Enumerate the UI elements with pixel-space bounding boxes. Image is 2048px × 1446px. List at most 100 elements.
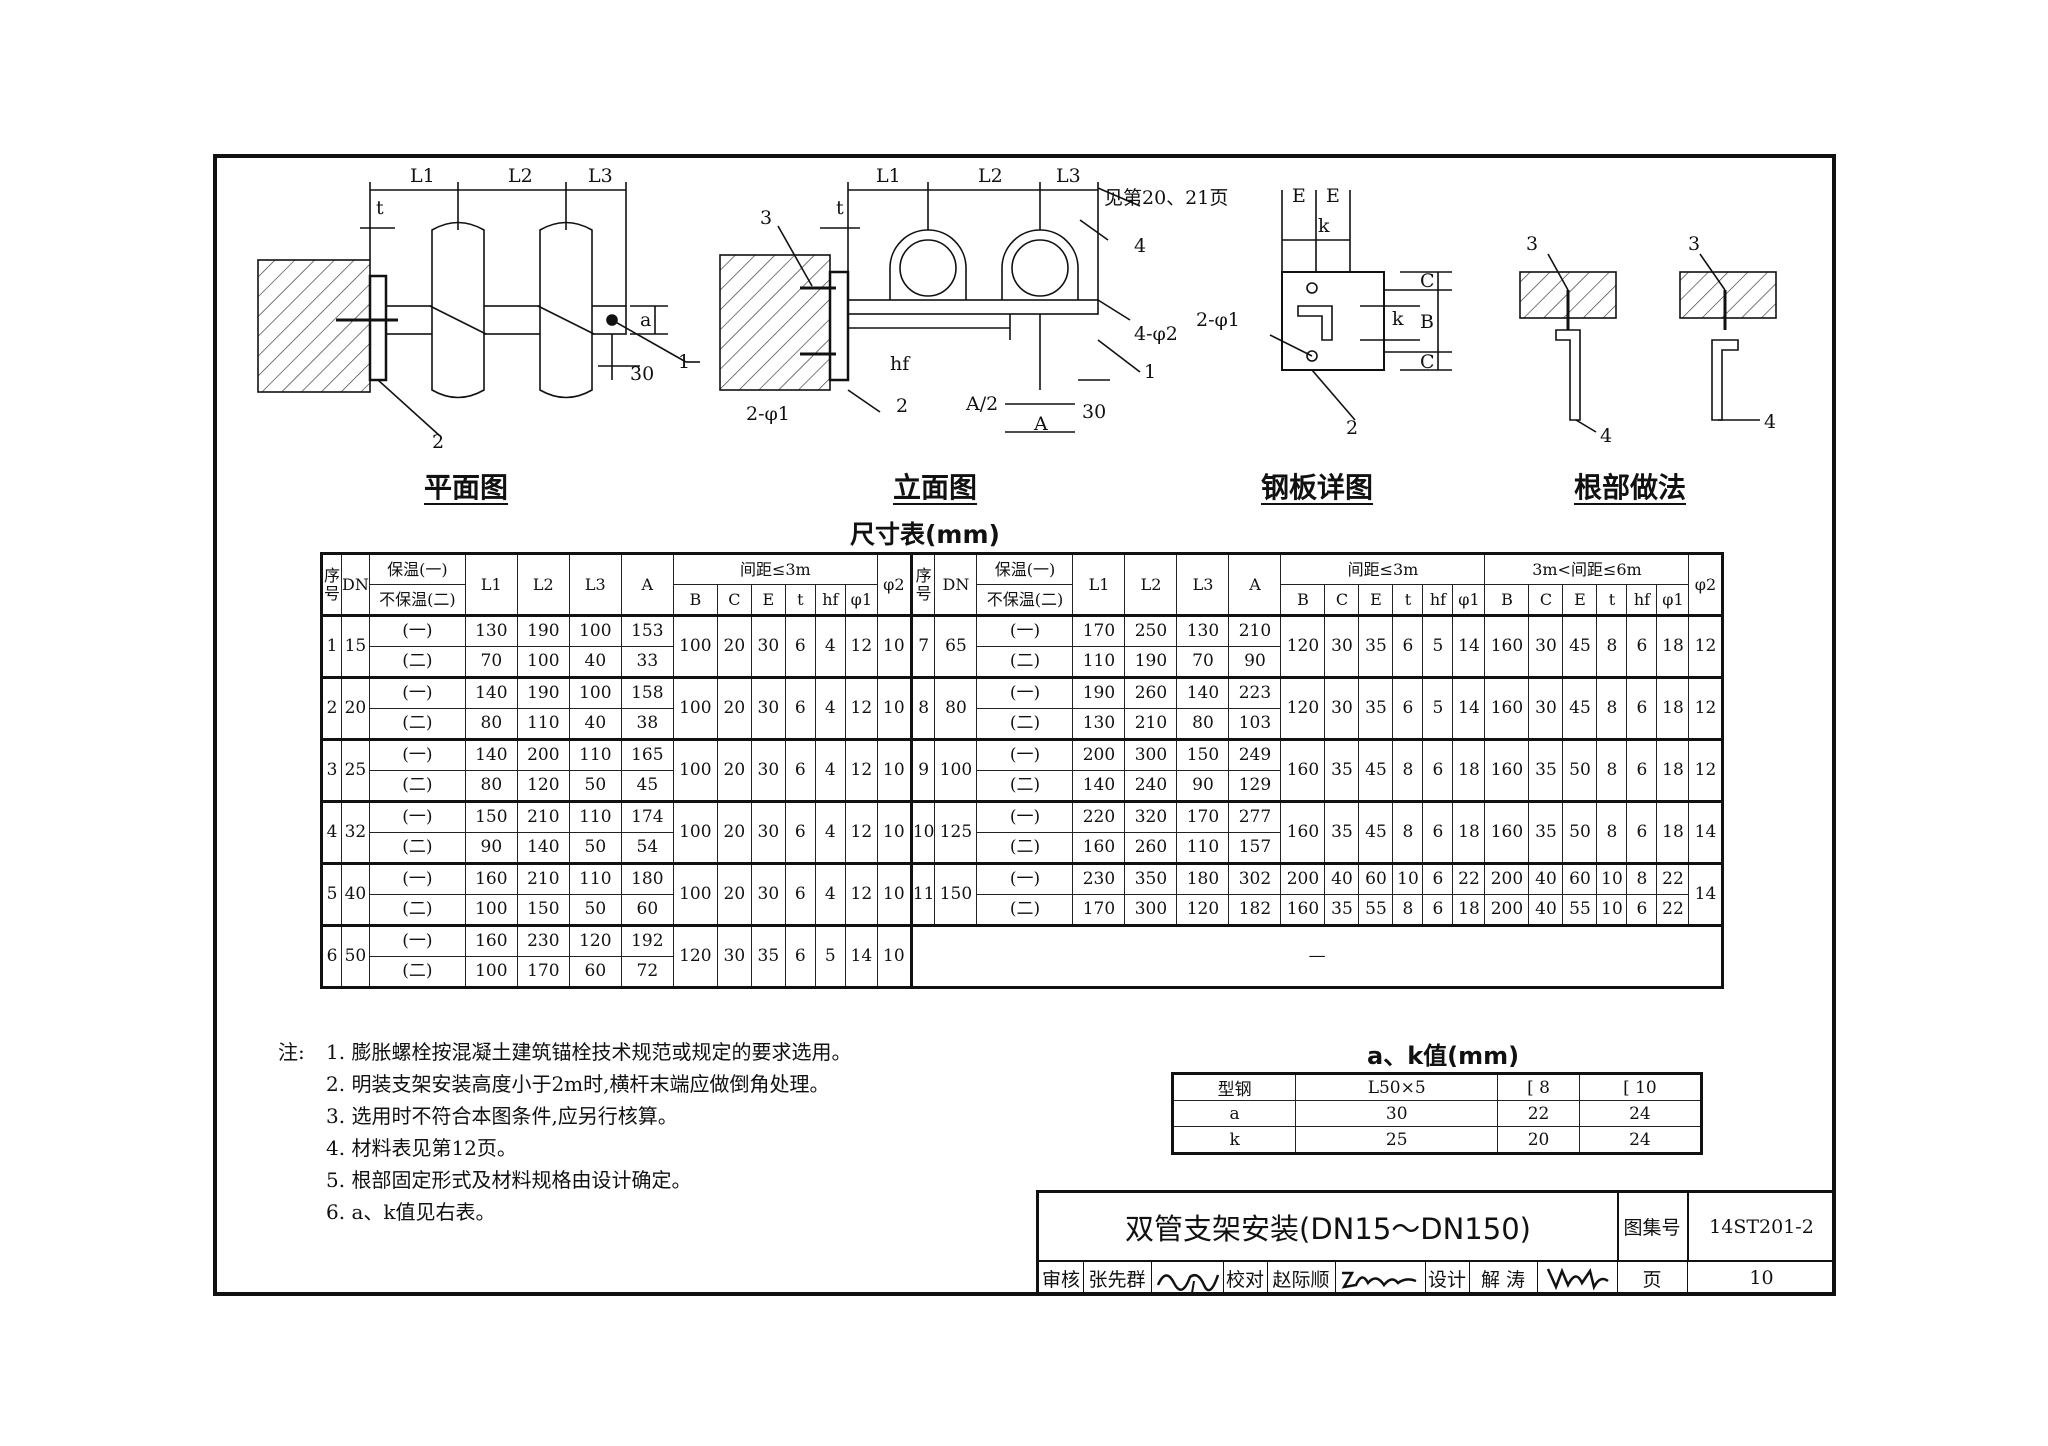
table-cell: 160 bbox=[464, 924, 518, 957]
ak-cell: 30 bbox=[1295, 1100, 1499, 1127]
hdr-phi1: φ1 bbox=[844, 584, 878, 616]
table-cell: 5 bbox=[814, 924, 846, 988]
table-cell: 11 bbox=[910, 862, 936, 926]
table-cell: 35 bbox=[1528, 800, 1564, 864]
table-cell: 100 bbox=[516, 646, 570, 678]
table-cell: 277 bbox=[1228, 800, 1282, 833]
table-cell: 6 bbox=[784, 676, 816, 740]
table-cell: 9 bbox=[910, 738, 936, 802]
table-cell: 12 bbox=[844, 614, 878, 678]
hdr-b: B bbox=[1280, 584, 1326, 616]
table-cell: 190 bbox=[516, 614, 570, 647]
table-cell: (一) bbox=[976, 800, 1074, 833]
table-cell: 35 bbox=[1324, 800, 1360, 864]
table-cell: 14 bbox=[1452, 614, 1486, 678]
note-item: 1. 膨胀螺栓按混凝土建筑锚栓技术规范或规定的要求选用。 bbox=[326, 1040, 852, 1064]
atlas-label: 图集号 bbox=[1617, 1193, 1689, 1262]
table-cell: 45 bbox=[1562, 614, 1598, 678]
svg-text:A/2: A/2 bbox=[965, 393, 998, 415]
table-cell: 20 bbox=[716, 862, 752, 926]
table-cell: 8 bbox=[1392, 800, 1424, 864]
table-cell: 6 bbox=[784, 800, 816, 864]
table-cell: (二) bbox=[976, 894, 1074, 926]
table-cell: 200 bbox=[1072, 738, 1126, 771]
svg-text:4-φ2: 4-φ2 bbox=[1134, 323, 1178, 345]
table-cell: 14 bbox=[1688, 862, 1724, 926]
elevation-view bbox=[719, 182, 1141, 433]
hdr-l3: L3 bbox=[568, 553, 622, 616]
table-cell: (一) bbox=[368, 738, 466, 771]
table-cell: 174 bbox=[620, 800, 674, 833]
table-cell: 14 bbox=[1452, 676, 1486, 740]
table-cell: 165 bbox=[620, 738, 674, 771]
table-cell: (一) bbox=[976, 862, 1074, 895]
hdr-t: t bbox=[1392, 584, 1424, 616]
hdr-hf: hf bbox=[1626, 584, 1658, 616]
table-cell: 12 bbox=[1688, 738, 1724, 802]
reviewer-signature bbox=[1151, 1260, 1224, 1296]
table-cell: (一) bbox=[368, 924, 466, 957]
table-cell: (二) bbox=[368, 770, 466, 802]
table-cell: (二) bbox=[368, 646, 466, 678]
table-cell: 35 bbox=[1358, 614, 1394, 678]
table-cell: 160 bbox=[1484, 614, 1530, 678]
table-cell: 10 bbox=[876, 862, 913, 926]
hdr-span: 间距≤3m bbox=[1280, 553, 1486, 585]
svg-text:3: 3 bbox=[760, 207, 772, 229]
ak-header-cell: L50×5 bbox=[1295, 1073, 1499, 1101]
page-number: 10 bbox=[1749, 1267, 1774, 1289]
ak-header-cell: [ 8 bbox=[1497, 1073, 1580, 1101]
hdr-l2: L2 bbox=[1124, 553, 1178, 616]
table-cell: 32 bbox=[341, 800, 370, 864]
table-cell: 10 bbox=[1596, 894, 1628, 926]
table-cell: 160 bbox=[1484, 738, 1530, 802]
table-cell: 6 bbox=[784, 924, 816, 988]
table-cell: (一) bbox=[976, 614, 1074, 647]
hdr-a: A bbox=[1228, 553, 1282, 616]
ak-table-title: a、k值(mm) bbox=[1367, 1042, 1520, 1070]
ak-cell: 20 bbox=[1497, 1126, 1580, 1154]
svg-text:2-φ1: 2-φ1 bbox=[1196, 309, 1240, 331]
svg-text:C: C bbox=[1420, 351, 1435, 373]
table-cell: 40 bbox=[1528, 862, 1564, 895]
table-cell: 18 bbox=[1656, 676, 1690, 740]
table-cell: 80 bbox=[934, 676, 978, 740]
table-cell: 90 bbox=[1228, 646, 1282, 678]
hdr-dn: DN bbox=[934, 553, 978, 616]
caption-plan: 平面图 bbox=[424, 471, 509, 504]
table-cell: 8 bbox=[1392, 894, 1424, 926]
table-cell: 150 bbox=[934, 862, 978, 926]
svg-text:4: 4 bbox=[1600, 425, 1612, 447]
table-cell: 110 bbox=[1176, 832, 1230, 864]
drawing-frame bbox=[213, 154, 1836, 1296]
table-cell: 8 bbox=[1596, 800, 1628, 864]
table-cell: 38 bbox=[620, 708, 674, 740]
table-cell: 100 bbox=[672, 738, 718, 802]
table-cell: 5 bbox=[1422, 614, 1454, 678]
table-cell: 100 bbox=[672, 614, 718, 678]
table-cell: 25 bbox=[341, 738, 370, 802]
table-cell: 90 bbox=[1176, 770, 1230, 802]
table-cell: 120 bbox=[672, 924, 718, 988]
table-cell: 130 bbox=[1176, 614, 1230, 647]
table-cell: 35 bbox=[750, 924, 786, 988]
table-cell: 160 bbox=[1280, 738, 1326, 802]
table-cell: 170 bbox=[1176, 800, 1230, 833]
svg-text:1: 1 bbox=[678, 351, 690, 373]
table-cell: 150 bbox=[1176, 738, 1230, 771]
table-cell: (二) bbox=[368, 708, 466, 740]
table-cell: 100 bbox=[672, 862, 718, 926]
table-cell: 210 bbox=[516, 800, 570, 833]
hdr-l1: L1 bbox=[464, 553, 518, 616]
svg-text:t: t bbox=[836, 197, 844, 219]
table-cell: 150 bbox=[464, 800, 518, 833]
table-cell: 6 bbox=[1626, 614, 1658, 678]
table-cell: 10 bbox=[876, 800, 913, 864]
table-cell: 130 bbox=[464, 614, 518, 647]
hdr-hf: hf bbox=[814, 584, 846, 616]
page-label: 页 bbox=[1617, 1260, 1688, 1296]
table-cell: 20 bbox=[341, 676, 370, 740]
svg-text:L1: L1 bbox=[876, 165, 901, 187]
table-cell: 6 bbox=[1422, 894, 1454, 926]
table-cell: 60 bbox=[1358, 862, 1394, 895]
